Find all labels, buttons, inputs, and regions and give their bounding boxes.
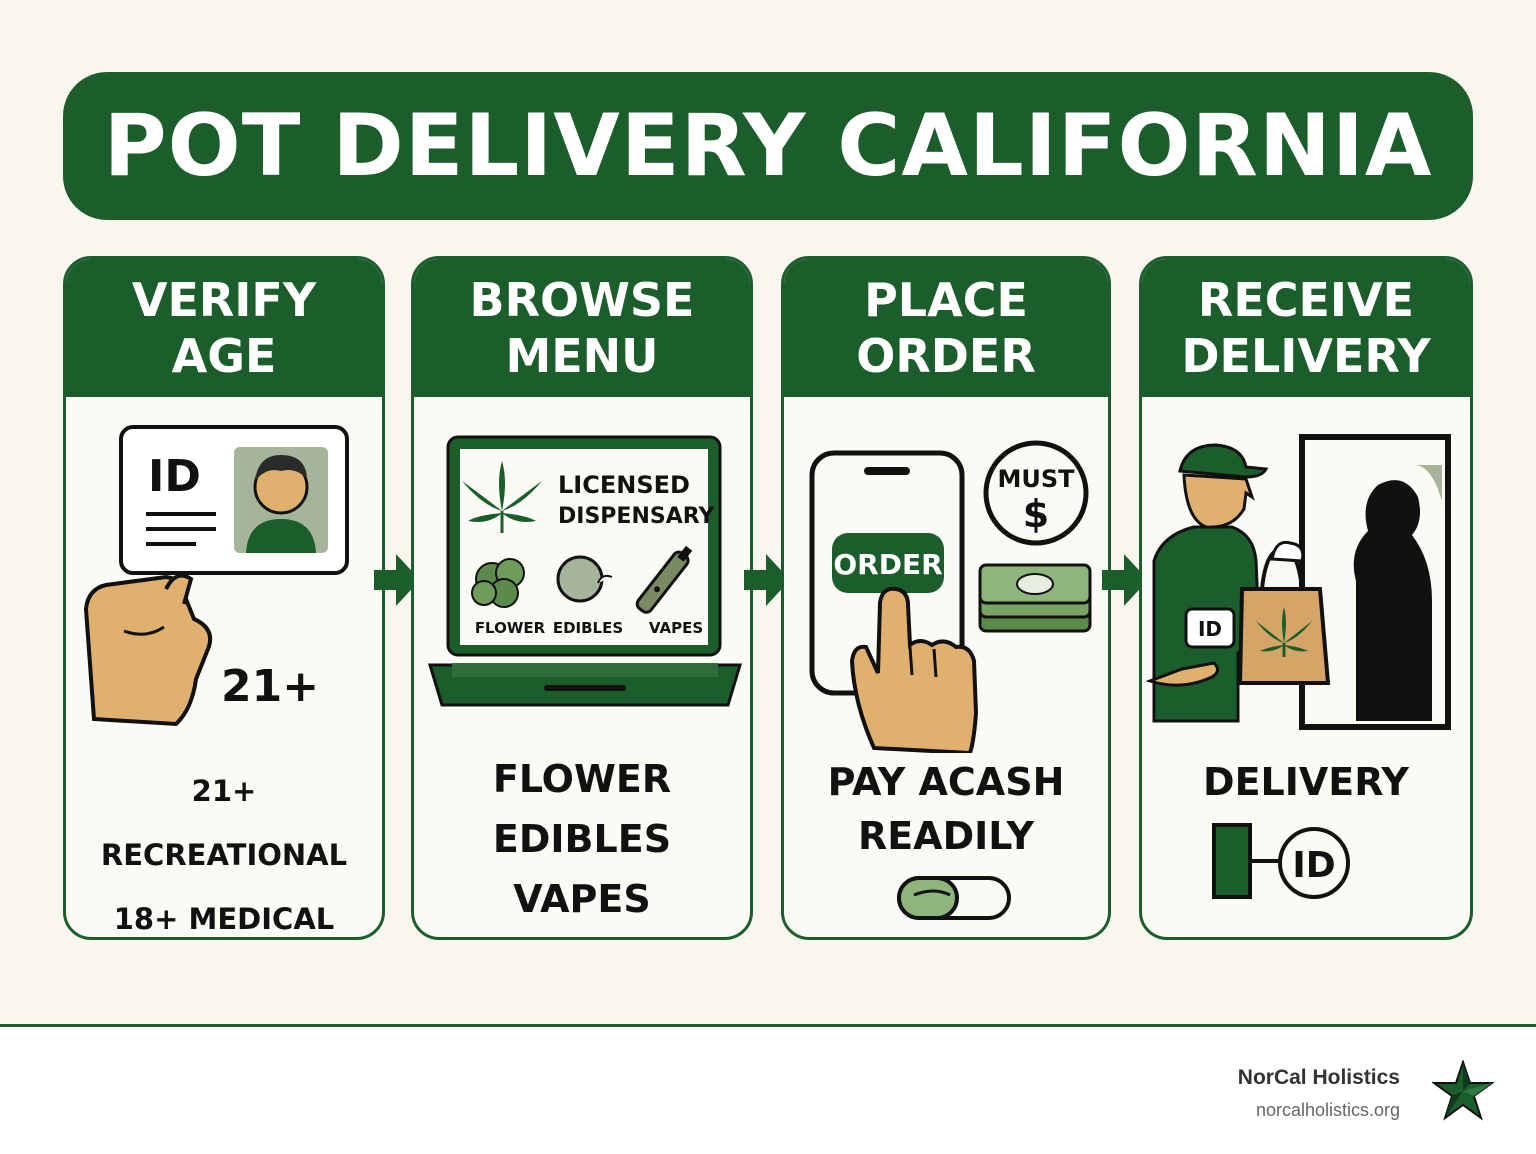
arrow-right-icon: [374, 554, 420, 606]
flower-icon: [471, 558, 525, 608]
cannabis-leaf-icon: [1256, 607, 1312, 657]
cash-stack-icon: [978, 563, 1092, 633]
svg-text:DISPENSARY: DISPENSARY: [558, 504, 715, 529]
svg-text:ID: ID: [148, 451, 201, 502]
age-badge: 21+: [221, 661, 319, 712]
svg-text:FLOWER: FLOWER: [475, 619, 546, 637]
brand-name: NorCal Holistics: [1237, 1066, 1400, 1089]
title-banner: POT DELIVERY CALIFORNIA: [63, 72, 1473, 220]
footer: [0, 1027, 1536, 1154]
pill-icon: [897, 876, 1011, 920]
step-detail: 21+ RECREATIONAL 18+ MEDICAL: [100, 774, 348, 936]
svg-text:LICENSED: LICENSED: [558, 471, 690, 499]
coin-label: MUST: [997, 465, 1075, 493]
page-title: POT DELIVERY CALIFORNIA: [103, 96, 1433, 196]
id-tag-icon: ID: [1212, 823, 1350, 899]
id-card-icon: ID 21+: [83, 425, 349, 727]
vape-icon: [635, 545, 693, 614]
svg-text:ID: ID: [1292, 845, 1335, 886]
footer-divider: [0, 1024, 1536, 1027]
phone-icon: ORDER MUST $: [809, 440, 1092, 753]
cannabis-leaf-icon: [462, 461, 542, 533]
step-detail: DELIVERY: [1203, 760, 1409, 804]
dollar-icon: $: [1023, 492, 1049, 536]
arrow-right-icon: [744, 554, 790, 606]
delivery-person-icon: ID: [1145, 434, 1451, 730]
arrow-right-icon: [1102, 554, 1148, 606]
star-logo-icon: [1432, 1060, 1494, 1121]
order-button: ORDER: [833, 548, 942, 581]
laptop-icon: LICENSED DISPENSARY FLOWER EDIBLES VAPES: [427, 435, 743, 707]
svg-text:VAPES: VAPES: [649, 619, 703, 637]
brand-url[interactable]: norcalholistics.org: [1255, 1100, 1400, 1120]
step-detail: FLOWER EDIBLES VAPES: [492, 757, 672, 921]
id-badge: ID: [1198, 617, 1222, 641]
svg-text:EDIBLES: EDIBLES: [553, 619, 623, 637]
step-detail: PAY ACASH READILY: [827, 760, 1065, 858]
edibles-icon: [556, 555, 613, 603]
